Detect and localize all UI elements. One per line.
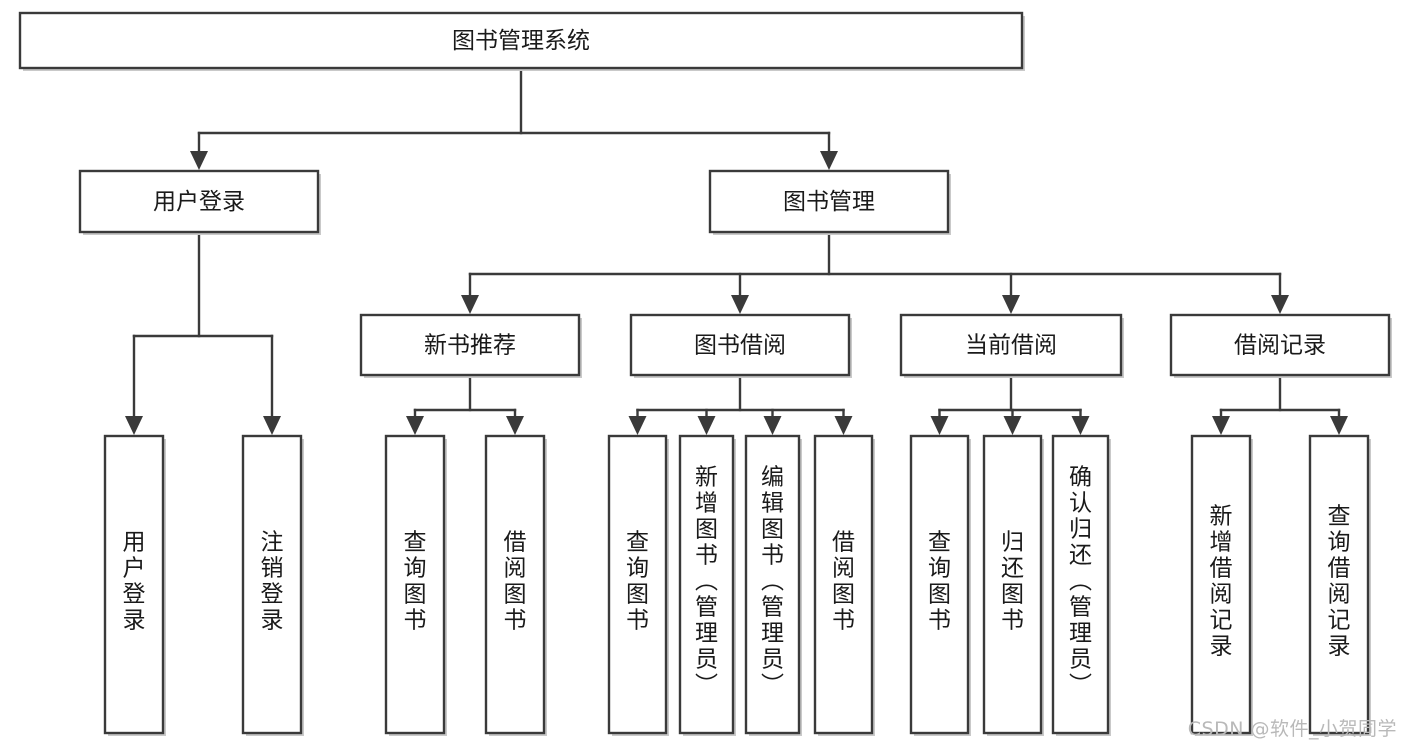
node-label: 查询图书	[404, 530, 427, 634]
arrow-head-icon	[731, 295, 749, 314]
node-box[interactable]	[899, 313, 1123, 377]
arrow-head-icon	[1002, 295, 1020, 314]
node-label: 用户登录	[153, 189, 245, 215]
arrow-head-icon	[930, 416, 949, 435]
node-box[interactable]	[678, 434, 735, 735]
node-label: 编辑图书︵管理员︶	[761, 465, 784, 699]
node-leaf-add-record[interactable]: 新增借阅记录	[1190, 434, 1253, 736]
node-box[interactable]	[813, 434, 874, 735]
node-leaf-add-book[interactable]: 新增图书︵管理员︶	[678, 434, 736, 736]
node-label: 确认归还︵管理员︶	[1069, 465, 1092, 699]
node-label: 归还图书	[1001, 530, 1024, 634]
node-leaf-query-book-1[interactable]: 查询图书	[384, 434, 447, 736]
node-box[interactable]	[1308, 434, 1370, 735]
node-box[interactable]	[484, 434, 546, 735]
node-book-manage[interactable]: 图书管理	[708, 169, 951, 235]
arrow-head-icon	[1212, 416, 1230, 435]
node-label: 借阅图书	[832, 530, 855, 634]
node-box[interactable]	[384, 434, 446, 735]
node-leaf-query-record[interactable]: 查询借阅记录	[1308, 434, 1371, 736]
arrow-head-icon	[263, 416, 281, 435]
node-label: 查询图书	[928, 530, 951, 634]
node-leaf-borrow-book-1[interactable]: 借阅图书	[484, 434, 547, 736]
node-user-login[interactable]: 用户登录	[78, 169, 321, 235]
node-leaf-borrow-book-2[interactable]: 借阅图书	[813, 434, 875, 736]
node-box[interactable]	[909, 434, 970, 735]
node-box[interactable]	[1190, 434, 1252, 735]
node-label: 查询图书	[626, 530, 649, 634]
node-box[interactable]	[1051, 434, 1110, 735]
node-label: 新增借阅记录	[1210, 504, 1233, 660]
node-leaf-query-book-2[interactable]: 查询图书	[607, 434, 669, 736]
arrow-head-icon	[1071, 416, 1090, 435]
arrow-head-icon	[190, 151, 208, 170]
arrow-head-icon	[834, 416, 853, 435]
node-leaf-query-book-3[interactable]: 查询图书	[909, 434, 971, 736]
node-leaf-logout[interactable]: 注销登录	[241, 434, 304, 736]
node-label: 注销登录	[261, 530, 284, 634]
node-label: 借阅记录	[1234, 333, 1326, 359]
node-new-book-recommend[interactable]: 新书推荐	[359, 313, 582, 378]
node-box[interactable]	[607, 434, 668, 735]
node-label: 查询借阅记录	[1328, 504, 1351, 660]
node-current-borrow[interactable]: 当前借阅	[899, 313, 1124, 378]
node-layer: 图书管理系统用户登录图书管理新书推荐图书借阅当前借阅借阅记录用户登录注销登录查询…	[18, 11, 1392, 736]
node-box[interactable]	[629, 313, 851, 377]
arrow-head-icon	[697, 416, 716, 435]
node-label: 图书管理系统	[452, 28, 590, 54]
node-box[interactable]	[982, 434, 1043, 735]
arrow-head-icon	[1271, 295, 1289, 314]
node-box[interactable]	[708, 169, 950, 234]
node-box[interactable]	[18, 11, 1024, 70]
node-book-borrow[interactable]: 图书借阅	[629, 313, 852, 378]
arrow-head-icon	[125, 416, 143, 435]
arrow-head-icon	[763, 416, 782, 435]
arrow-head-icon	[461, 295, 479, 314]
node-box[interactable]	[1169, 313, 1391, 377]
arrow-head-icon	[820, 151, 838, 170]
node-label: 图书借阅	[694, 333, 786, 359]
node-box[interactable]	[103, 434, 165, 735]
node-label: 借阅图书	[504, 530, 527, 634]
node-root[interactable]: 图书管理系统	[18, 11, 1025, 71]
node-label: 当前借阅	[965, 333, 1057, 359]
arrow-head-icon	[406, 416, 424, 435]
arrow-head-icon	[628, 416, 647, 435]
node-label: 用户登录	[123, 530, 146, 634]
arrow-head-icon	[1003, 416, 1022, 435]
node-leaf-user-login[interactable]: 用户登录	[103, 434, 166, 736]
arrow-head-icon	[1330, 416, 1348, 435]
node-borrow-record[interactable]: 借阅记录	[1169, 313, 1392, 378]
node-label: 图书管理	[783, 189, 875, 215]
node-leaf-edit-book[interactable]: 编辑图书︵管理员︶	[744, 434, 802, 736]
node-label: 新增图书︵管理员︶	[695, 465, 718, 699]
connector-layer	[125, 66, 1348, 435]
node-label: 新书推荐	[424, 333, 516, 359]
node-box[interactable]	[241, 434, 303, 735]
node-leaf-return-book[interactable]: 归还图书	[982, 434, 1044, 736]
arrow-head-icon	[506, 416, 524, 435]
node-box[interactable]	[78, 169, 320, 234]
node-leaf-confirm-return[interactable]: 确认归还︵管理员︶	[1051, 434, 1111, 736]
node-box[interactable]	[359, 313, 581, 377]
node-box[interactable]	[744, 434, 801, 735]
